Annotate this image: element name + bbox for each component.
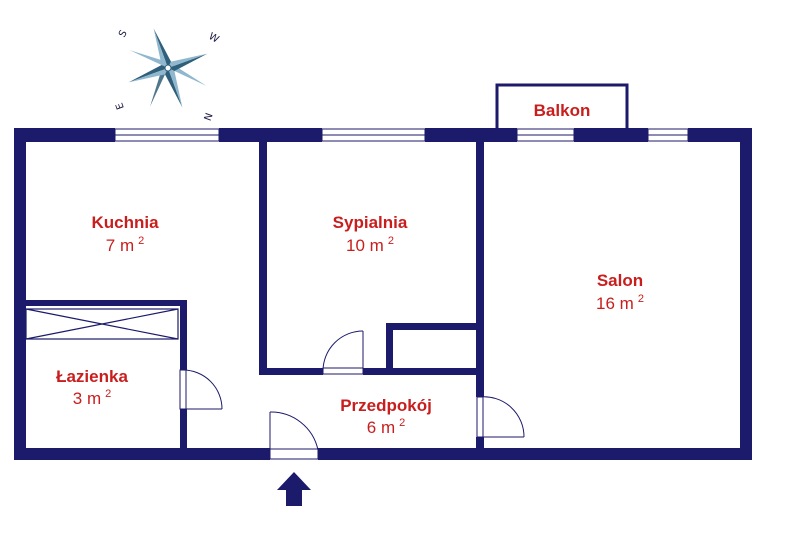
room-salon-area: 16 m: [596, 294, 634, 313]
room-sypialnia-area-line: 10 m 2: [346, 235, 394, 255]
room-sypialnia-name: Sypialnia: [333, 213, 408, 232]
compass-letter-e: E: [114, 101, 127, 111]
compass-letter-n: N: [201, 111, 214, 122]
compass-letter-w: W: [207, 31, 221, 46]
room-sypialnia-sup: 2: [388, 235, 394, 247]
room-przedpokoj-area: 6 m: [367, 418, 395, 437]
room-lazienka-area-line: 3 m 2: [73, 388, 111, 408]
room-lazienka-name: Łazienka: [56, 367, 128, 386]
room-kuchnia-label: Kuchnia 7 m 2: [91, 213, 159, 255]
room-salon-name: Salon: [597, 271, 643, 290]
entrance-arrow-icon: [277, 472, 311, 506]
room-salon-label: Salon 16 m 2: [596, 271, 644, 313]
door-salon: [476, 396, 525, 438]
balcony: Balkon: [495, 83, 629, 129]
room-kuchnia-area: 7 m: [106, 236, 134, 255]
room-sypialnia-label: Sypialnia 10 m 2: [333, 213, 408, 255]
room-kuchnia-sup: 2: [138, 235, 144, 247]
room-salon-area-line: 16 m 2: [596, 293, 644, 313]
room-sypialnia-area: 10 m: [346, 236, 384, 255]
windows: [114, 128, 689, 142]
room-lazienka-label: Łazienka 3 m 2: [56, 367, 128, 408]
compass-letter-s: S: [117, 28, 130, 39]
interior-walls: [24, 140, 484, 451]
room-przedpokoj-area-line: 6 m 2: [367, 417, 405, 437]
balcony-label: Balkon: [534, 101, 591, 120]
room-kuchnia-name: Kuchnia: [91, 213, 159, 232]
room-przedpokoj-name: Przedpokój: [340, 396, 432, 415]
door-sypialnia: [322, 330, 364, 375]
room-lazienka-sup: 2: [105, 388, 111, 400]
room-kuchnia-area-line: 7 m 2: [106, 235, 144, 255]
room-lazienka-area: 3 m: [73, 389, 101, 408]
door-entrance: [269, 411, 319, 460]
doors: [179, 330, 525, 460]
room-przedpokoj-label: Przedpokój 6 m 2: [340, 396, 432, 437]
outer-walls: [14, 128, 752, 460]
ventilation-shaft: [25, 308, 179, 340]
door-lazienka: [179, 369, 223, 410]
compass-rose-icon: S W E N: [114, 28, 221, 122]
room-przedpokoj-sup: 2: [399, 417, 405, 429]
room-salon-sup: 2: [638, 293, 644, 305]
